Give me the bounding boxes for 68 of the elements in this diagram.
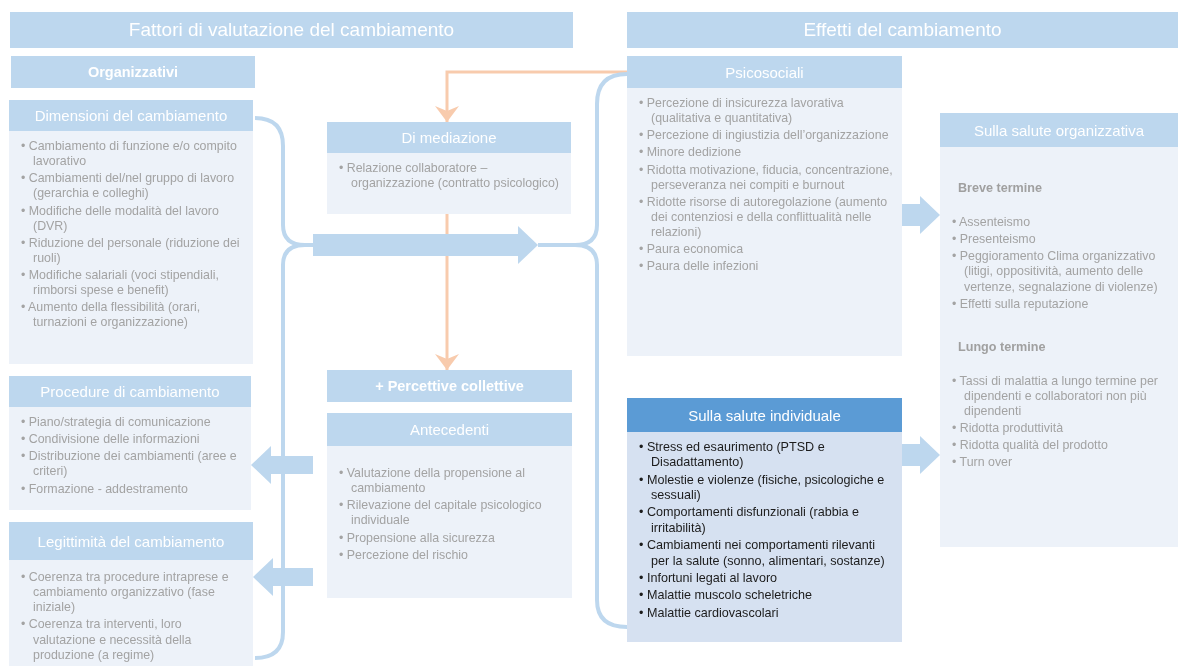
bullet-item: • Stress ed esaurimento (PTSD e Disadattamento) [639, 440, 826, 471]
section-title-band: Effetti del cambiamento [627, 12, 1178, 48]
subheading: Breve termine [957, 181, 1043, 195]
bullet-item: • Ridotta qualità del prodotto [952, 438, 1109, 454]
bullet-item: • Modifiche salariali (voci stipendiali, rimborsi spese e benefit) [21, 268, 220, 299]
card-heading: Sulla salute organizzativa [940, 113, 1178, 147]
arrow [435, 70, 627, 122]
bullet-item: • Ridotta motivazione, fiducia, concentrazione, perseveranza nei compiti e burnout [639, 162, 894, 193]
card [327, 413, 572, 598]
card [9, 100, 253, 364]
bullet-item: • Presenteismo [952, 232, 1037, 248]
card-heading: Di mediazione [327, 122, 571, 153]
bullet-item: • Valutazione della propensione al cambiamento [339, 466, 526, 497]
card [627, 398, 902, 642]
bullet-item: • Malattie muscolo scheletriche [639, 588, 814, 604]
block-arrow [313, 226, 538, 264]
bullet-item: • Cambiamenti nei comportamenti rilevanti per la salute (sonno, alimentari, sostanze) [639, 538, 886, 569]
bullet-item: • Paura economica [639, 242, 745, 258]
bullet-item: • Piano/strategia di comunicazione [21, 415, 212, 431]
bullet-item: • Ridotta produttività [952, 421, 1065, 437]
card-heading: Legittimità del cambiamento [9, 522, 253, 560]
bullet-item: • Cambiamenti del/nel gruppo di lavoro (gerarchia e colleghi) [21, 171, 236, 202]
block-arrow [902, 436, 940, 474]
bullet-item: • Condivisione delle informazioni [21, 432, 201, 448]
block-arrow [253, 558, 313, 596]
bullet-item: • Assenteismo [952, 215, 1032, 231]
block-arrow [902, 196, 940, 234]
section-title-band: Fattori di valutazione del cambiamento [10, 12, 573, 48]
block-arrow [251, 446, 313, 484]
bullet-item: • Ridotte risorse di autoregolazione (aumento dei contenziosi e della conflittualità nelle relazioni) [639, 194, 889, 241]
bullet-item: • Effetti sulla reputazione [952, 296, 1090, 312]
bullet-item: • Percezione di ingiustizia dell’organizzazione [639, 128, 890, 144]
card [9, 376, 251, 510]
subheading: Lungo termine [957, 339, 1047, 354]
bullet-item: • Modifiche delle modalità del lavoro (DVR) [21, 203, 220, 234]
card-heading: Sulla salute individuale [627, 398, 902, 432]
bullet-item: • Rilevazione del capitale psicologico individuale [339, 498, 543, 529]
bullet-item: • Percezione del rischio [339, 547, 469, 563]
card [940, 113, 1178, 547]
bullet-item: • Paura delle infezioni [639, 259, 760, 275]
card-heading: Psicosociali [627, 56, 902, 88]
bullet-item: • Riduzione del personale (riduzione dei ruoli) [21, 235, 241, 266]
bullet-item: • Comportamenti disfunzionali (rabbia e irritabilità) [639, 505, 860, 537]
bullet-item: • Tassi di malattia a lungo termine per dipendenti e collaboratori non più dipendenti [952, 373, 1159, 420]
bullet-item: • Coerenza tra procedure intraprese e cambiamento organizzativo (fase iniziale) [21, 570, 230, 616]
bullet-item: • Peggioramento Clima organizzativo (litigi, oppositività, aumento delle vertenze, segnalazione di violenze) [952, 249, 1159, 295]
card-heading: Dimensioni del cambiamento [9, 100, 253, 131]
bullet-item: • Infortuni legati al lavoro [639, 570, 779, 587]
bullet-item: • Distribuzione dei cambiamenti (aree e criteri) [21, 449, 238, 480]
card-heading: Procedure di cambiamento [9, 376, 251, 407]
card [627, 56, 902, 356]
bullet-item: • Minore dedizione [639, 145, 743, 161]
bullet-item: • Coerenza tra interventi, loro valutazione e necessità della produzione (a regime) [21, 617, 193, 663]
bullet-item: • Cambiamento di funzione e/o compito lavorativo [21, 139, 238, 170]
bullet-item: • Turn over [952, 455, 1014, 471]
bullet-item: • Aumento della flessibilità (orari, turnazioni e organizzazione) [21, 300, 202, 331]
bullet-item: • Molestie e violenze (fisiche, psicologiche e sessuali) [639, 472, 886, 504]
card-heading: Antecedenti [327, 413, 572, 446]
category-band: Organizzativi [11, 56, 255, 88]
bullet-item: • Relazione collaboratore – organizzazione (contratto psicologico) [339, 161, 560, 192]
bullet-item: • Propensione alla sicurezza [339, 530, 496, 546]
arrow [435, 214, 459, 370]
category-band: + Percettive collettive [327, 370, 572, 402]
bullet-item: • Formazione - addestramento [21, 481, 189, 497]
card [9, 522, 253, 666]
card [327, 122, 571, 214]
bullet-item: • Percezione di insicurezza lavorativa (qualitativa e quantitativa) [639, 96, 845, 127]
bullet-item: • Malattie cardiovascolari [639, 605, 780, 621]
